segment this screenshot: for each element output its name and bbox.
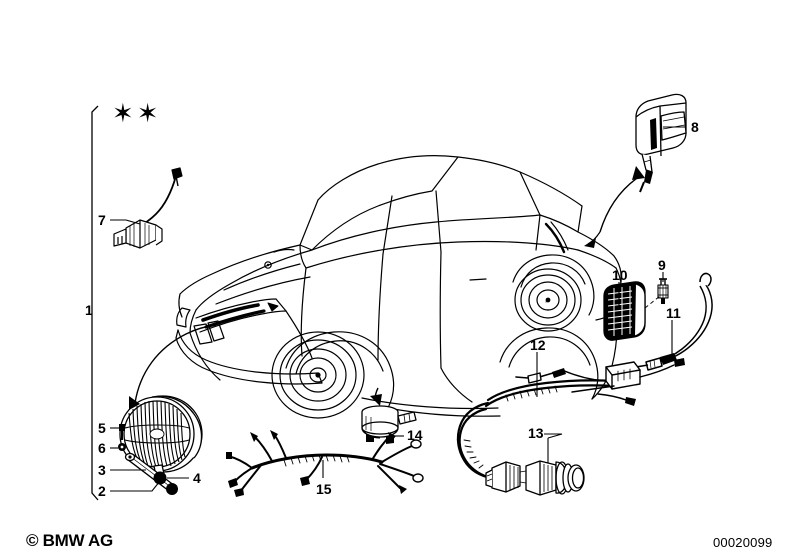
part-12-wiring-harness [456,358,685,480]
callout-4: 4 [193,470,201,486]
assembly-line-10-9 [644,295,661,309]
part-8-rectangular-lamp [635,93,687,193]
arrow-lamp8-to-vehicle [584,166,645,248]
footnote-asterisks: ✶✶ [112,99,162,129]
callout-5: 5 [98,420,106,436]
callout-13: 13 [528,425,544,441]
leaders-hardware [110,427,189,492]
part-7-socket-with-lead [113,167,183,249]
callout-15: 15 [316,481,332,497]
callout-3: 3 [98,462,106,478]
callout-7: 7 [98,212,106,228]
part-6-lock-washer [118,443,126,451]
callout-10: 10 [612,267,628,283]
grouping-bracket [91,105,99,501]
callout-8: 8 [691,119,699,135]
part-9-festoon-bulb [657,278,669,304]
callout-14: 14 [407,427,423,443]
part-13-push-button-switch [485,460,585,496]
callout-11: 11 [666,305,681,321]
callout-12: 12 [530,337,546,353]
leader-2 [110,480,161,492]
leader-13 [544,433,563,463]
callout-1: 1 [85,302,93,318]
copyright-notice: © BMW AG [26,531,113,550]
arrow-foglamp-to-vehicle [129,324,217,410]
callout-6: 6 [98,440,106,456]
part-5-adjusting-screw [119,424,125,440]
part-1-round-fog-lamp [119,395,203,484]
callout-9: 9 [658,257,666,273]
part-15-cable-loom [226,430,424,497]
part-11-connecting-lead [626,272,713,372]
car-illustration [175,155,622,419]
diagram-number: 00020099 [713,535,773,550]
part-14-relay [361,405,417,444]
part-10-lamp-lens [603,281,646,341]
leader-7 [110,219,141,225]
callout-2: 2 [98,483,106,499]
part-4-hex-nut [153,471,167,485]
arrow-to-relay [370,387,382,406]
